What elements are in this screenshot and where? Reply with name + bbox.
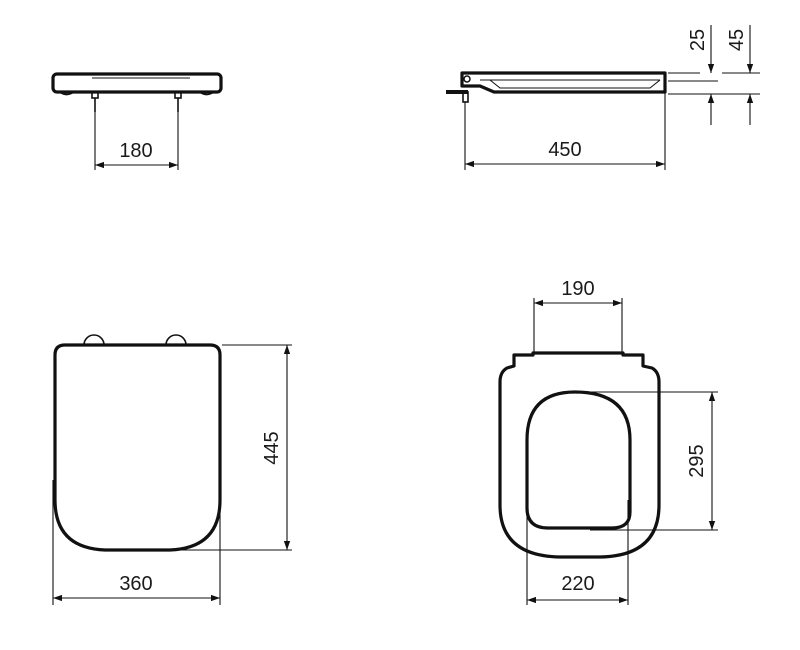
dimension-label-180: 180	[119, 140, 152, 162]
dimension-label-190: 190	[561, 278, 594, 300]
front-view: 180	[51, 72, 223, 170]
lid-top-view: 445 360	[52, 334, 292, 605]
dimension-label-220: 220	[561, 573, 594, 595]
side-view: 450 25 45	[446, 25, 760, 170]
dimension-label-45: 45	[726, 29, 748, 51]
dimension-label-360: 360	[119, 573, 152, 595]
dimension-label-25: 25	[687, 29, 709, 51]
dimension-label-295: 295	[686, 444, 708, 477]
dimension-label-445: 445	[261, 431, 283, 464]
seat-top-view: 190 295 220	[498, 278, 718, 605]
dimension-label-450: 450	[548, 139, 581, 161]
